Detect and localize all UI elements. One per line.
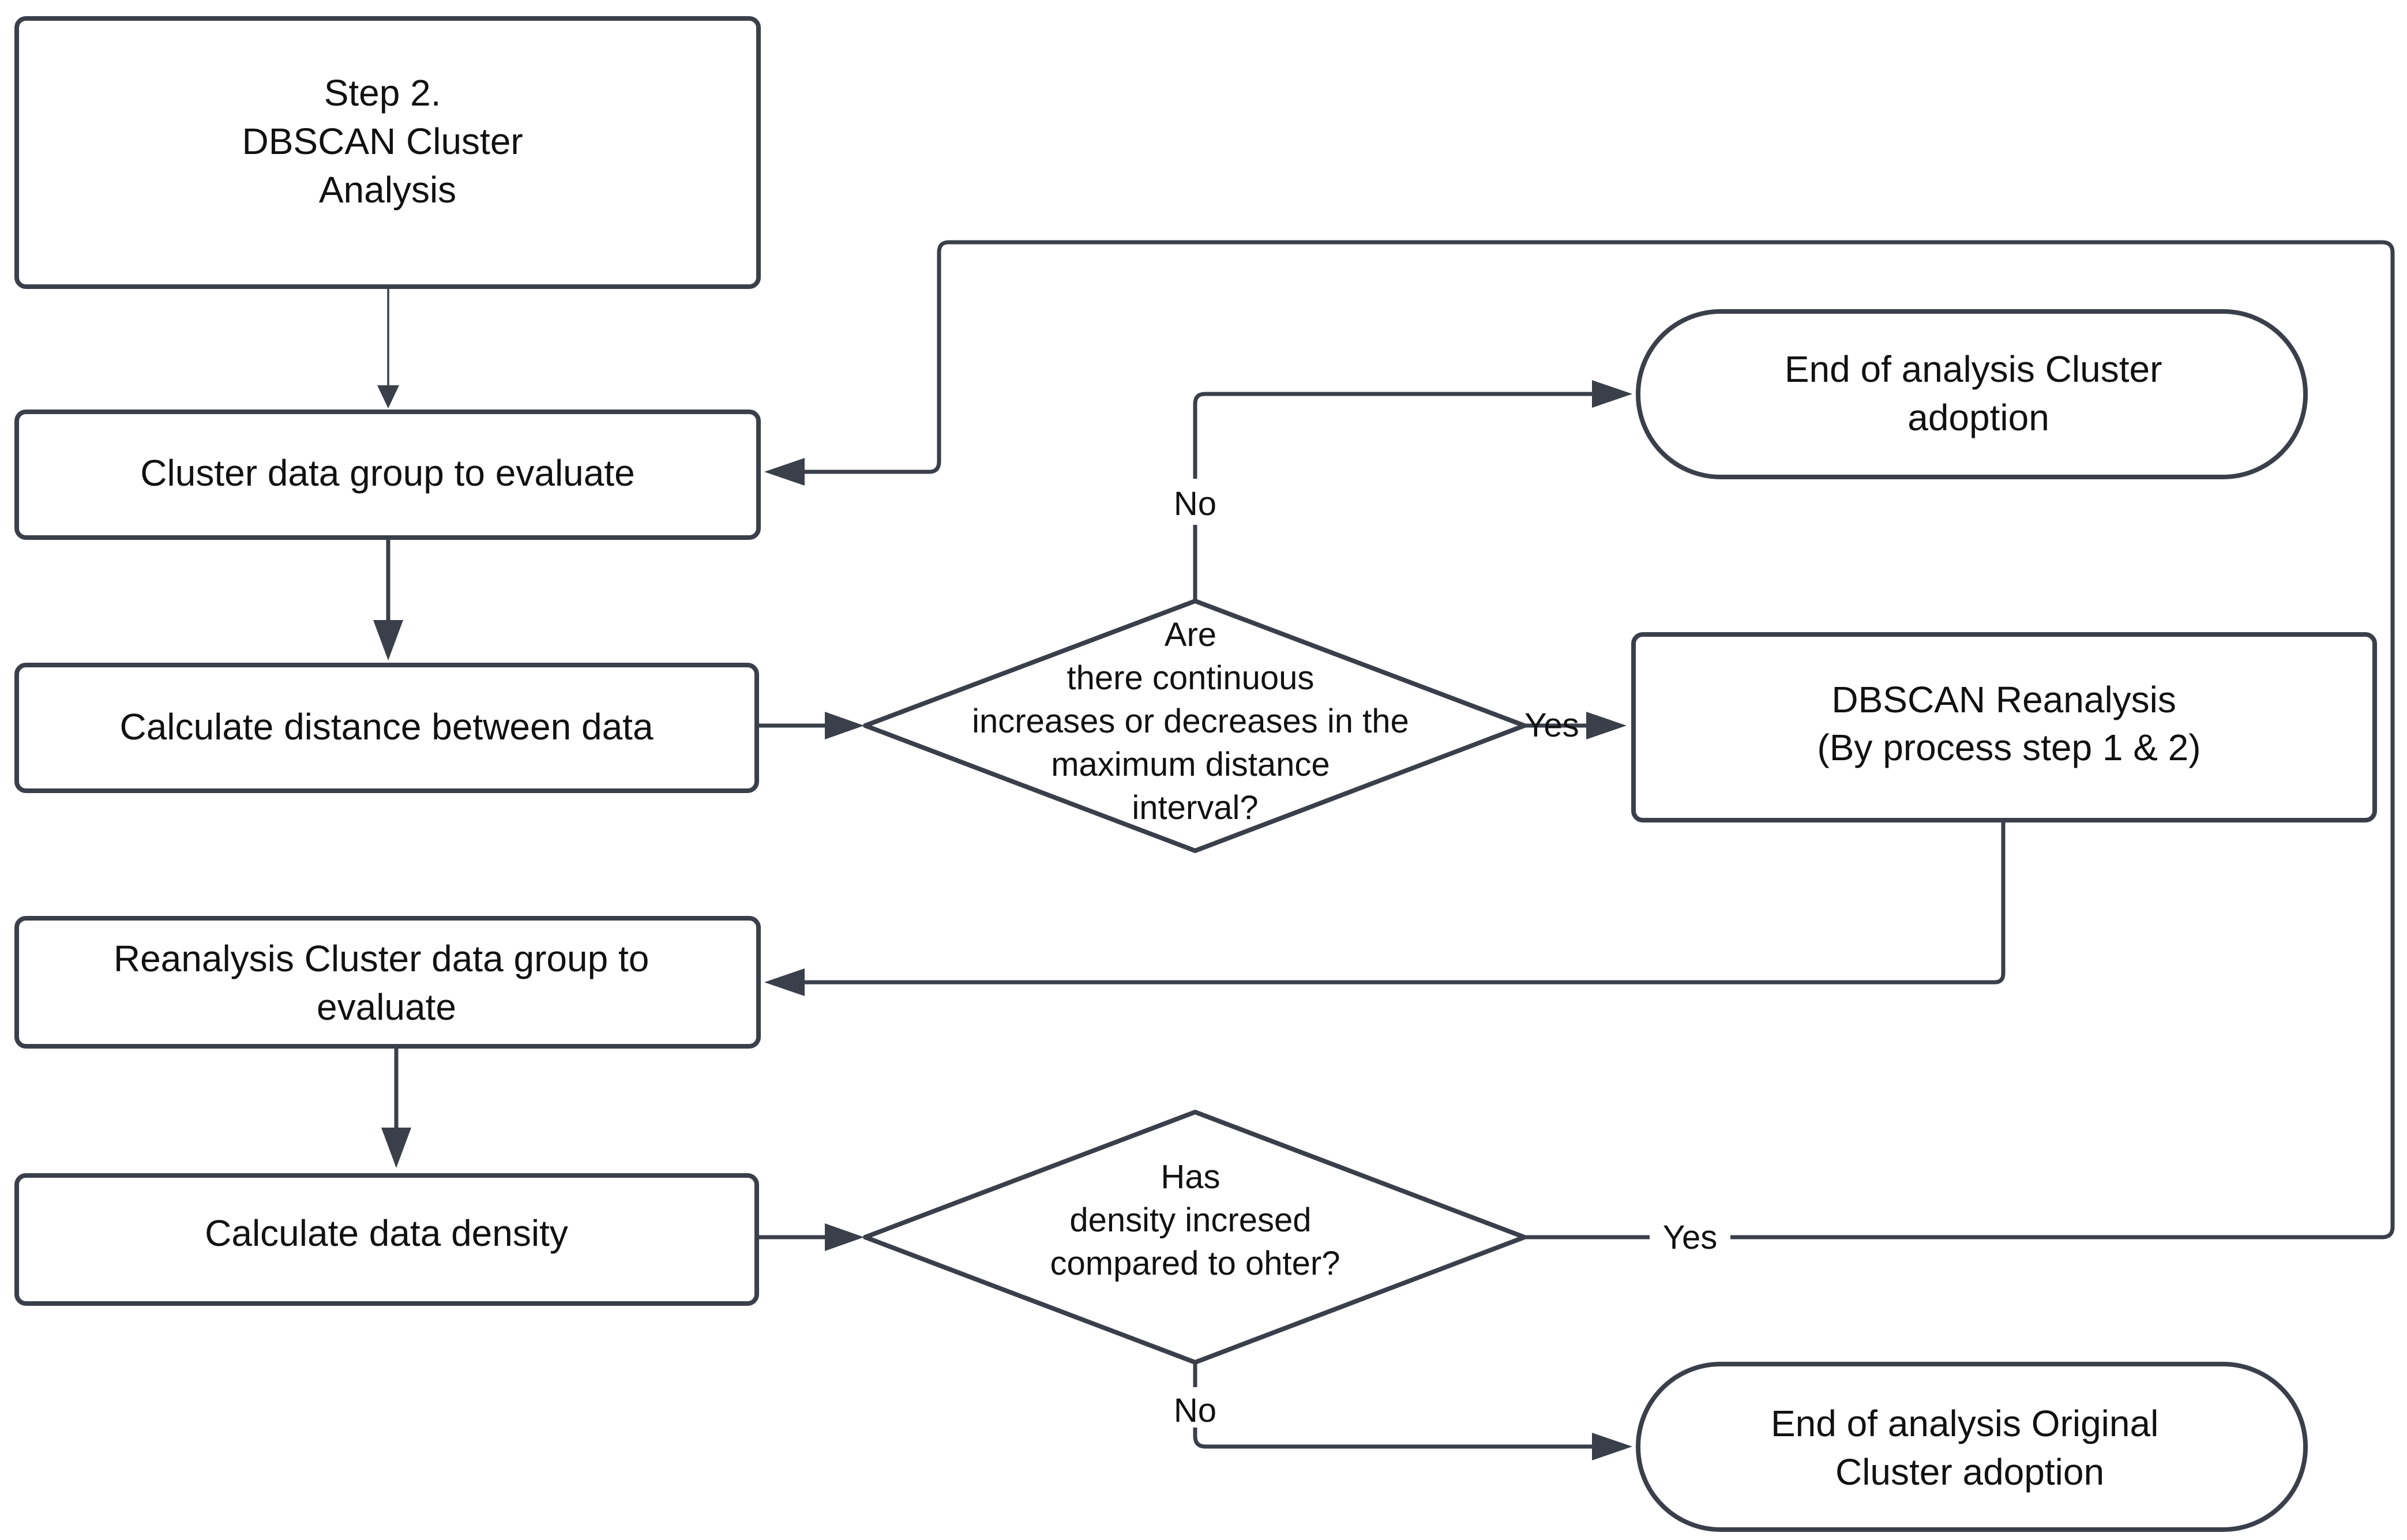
arrowhead-icon xyxy=(1586,712,1627,739)
calc-density-line-1: Calculate data density xyxy=(205,1212,568,1254)
reanalysis-eval-text: Reanalysis Cluster data group to evaluat… xyxy=(114,938,659,1028)
arrowhead-icon xyxy=(764,458,805,486)
cluster-eval-box: Cluster data group to evaluate xyxy=(14,410,761,540)
label-bg-density-no xyxy=(1168,1387,1223,1428)
decision-distance-line-1: Are xyxy=(1165,616,1216,653)
decision-density-line-2: density incresed xyxy=(1069,1201,1311,1239)
arrowhead-icon xyxy=(1592,1433,1632,1460)
end-original-terminal-shape xyxy=(1636,1362,2308,1532)
decision-distance-line-5: interval? xyxy=(1132,789,1258,827)
arrowhead-icon xyxy=(381,1128,411,1168)
reanalysis-eval-line-1: Reanalysis Cluster data group to xyxy=(114,938,649,979)
connector-decision-no-to-end-cluster xyxy=(1193,392,1598,601)
arrowhead-icon xyxy=(377,385,399,408)
arrowhead-icon xyxy=(825,712,864,739)
calc-distance-box: Calculate distance between data xyxy=(14,663,759,793)
edge-label-density-yes: Yes xyxy=(1663,1219,1718,1256)
decision-distance-line-4: maximum distance xyxy=(1051,746,1330,783)
decision-distance-line-2: there continuous xyxy=(1067,659,1315,697)
end-cluster-terminal-shape xyxy=(1636,309,2308,479)
reanalysis-eval-box: Reanalysis Cluster data group to evaluat… xyxy=(14,916,761,1049)
step2-box: Step 2. DBSCAN Cluster Analysis xyxy=(14,16,761,289)
arrowhead-icon xyxy=(825,1223,864,1251)
calc-distance-box-shape xyxy=(14,663,759,793)
calc-distance-line-1: Calculate distance between data xyxy=(119,706,653,748)
decision-density-shape xyxy=(863,1110,1527,1365)
step2-line-2: DBSCAN Cluster xyxy=(242,121,523,162)
decision-density-line-1: Has xyxy=(1161,1158,1220,1196)
connector-density-yes-loop xyxy=(802,240,2395,1239)
decision-distance: Are there continuous increases or decrea… xyxy=(863,599,1527,853)
end-cluster-terminal: End of analysis Cluster adoption xyxy=(1636,309,2308,479)
step2-line-3: Analysis xyxy=(319,169,456,211)
decision-distance-text: Are there continuous increases or decrea… xyxy=(972,616,1418,827)
reanalysis-box-shape xyxy=(1631,632,2377,822)
calc-density-text: Calculate data density xyxy=(205,1212,568,1254)
end-cluster-text: End of analysis Cluster adoption xyxy=(1785,348,2172,438)
connectors xyxy=(373,240,2395,1460)
end-original-terminal: End of analysis Original Cluster adoptio… xyxy=(1636,1362,2308,1532)
end-original-line-1: End of analysis Original xyxy=(1771,1403,2158,1444)
decision-distance-shape xyxy=(863,599,1527,853)
arrowhead-icon xyxy=(764,968,805,996)
reanalysis-eval-line-2: evaluate xyxy=(317,986,456,1028)
decision-density: Has density incresed compared to ohter? xyxy=(863,1110,1527,1365)
reanalysis-eval-box-shape xyxy=(14,916,761,1049)
label-bg-distance-no xyxy=(1168,479,1223,525)
arrowhead-icon xyxy=(1592,380,1632,408)
decision-density-text: Has density incresed compared to ohter? xyxy=(1050,1158,1340,1282)
edge-label-distance-yes: Yes xyxy=(1524,707,1579,744)
step2-box-shape xyxy=(14,16,761,289)
step2-line-1: Step 2. xyxy=(324,72,441,114)
cluster-eval-text: Cluster data group to evaluate xyxy=(140,452,634,494)
cluster-eval-box-shape xyxy=(14,410,761,540)
calc-distance-text: Calculate distance between data xyxy=(119,706,653,748)
decision-distance-line-3: increases or decreases in the xyxy=(972,703,1409,740)
reanalysis-line-1: DBSCAN Reanalysis xyxy=(1831,679,2176,720)
edge-label-density-no: No xyxy=(1174,1392,1216,1429)
reanalysis-box: DBSCAN Reanalysis (By process step 1 & 2… xyxy=(1631,632,2377,822)
decision-density-line-3: compared to ohter? xyxy=(1050,1245,1340,1282)
end-original-text: End of analysis Original Cluster adoptio… xyxy=(1771,1403,2169,1493)
end-cluster-line-1: End of analysis Cluster xyxy=(1785,348,2162,390)
connector-reanalysis-to-reanalysis-eval xyxy=(802,822,2006,985)
arrowhead-icon xyxy=(373,620,403,660)
label-bg-density-yes xyxy=(1650,1214,1730,1260)
cluster-eval-line-1: Cluster data group to evaluate xyxy=(140,452,634,494)
end-cluster-line-2: adoption xyxy=(1907,397,2049,438)
reanalysis-line-2: (By process step 1 & 2) xyxy=(1817,727,2201,768)
step2-text: Step 2. DBSCAN Cluster Analysis xyxy=(242,72,534,211)
end-original-line-2: Cluster adoption xyxy=(1835,1451,2104,1493)
connector-density-no-to-end-original xyxy=(1193,1362,1598,1449)
calc-density-box-shape xyxy=(14,1173,759,1306)
edge-label-distance-no: No xyxy=(1174,485,1216,523)
edge-labels: No Yes Yes No xyxy=(1168,479,1730,1429)
calc-density-box: Calculate data density xyxy=(14,1173,759,1306)
reanalysis-text: DBSCAN Reanalysis (By process step 1 & 2… xyxy=(1817,679,2201,768)
